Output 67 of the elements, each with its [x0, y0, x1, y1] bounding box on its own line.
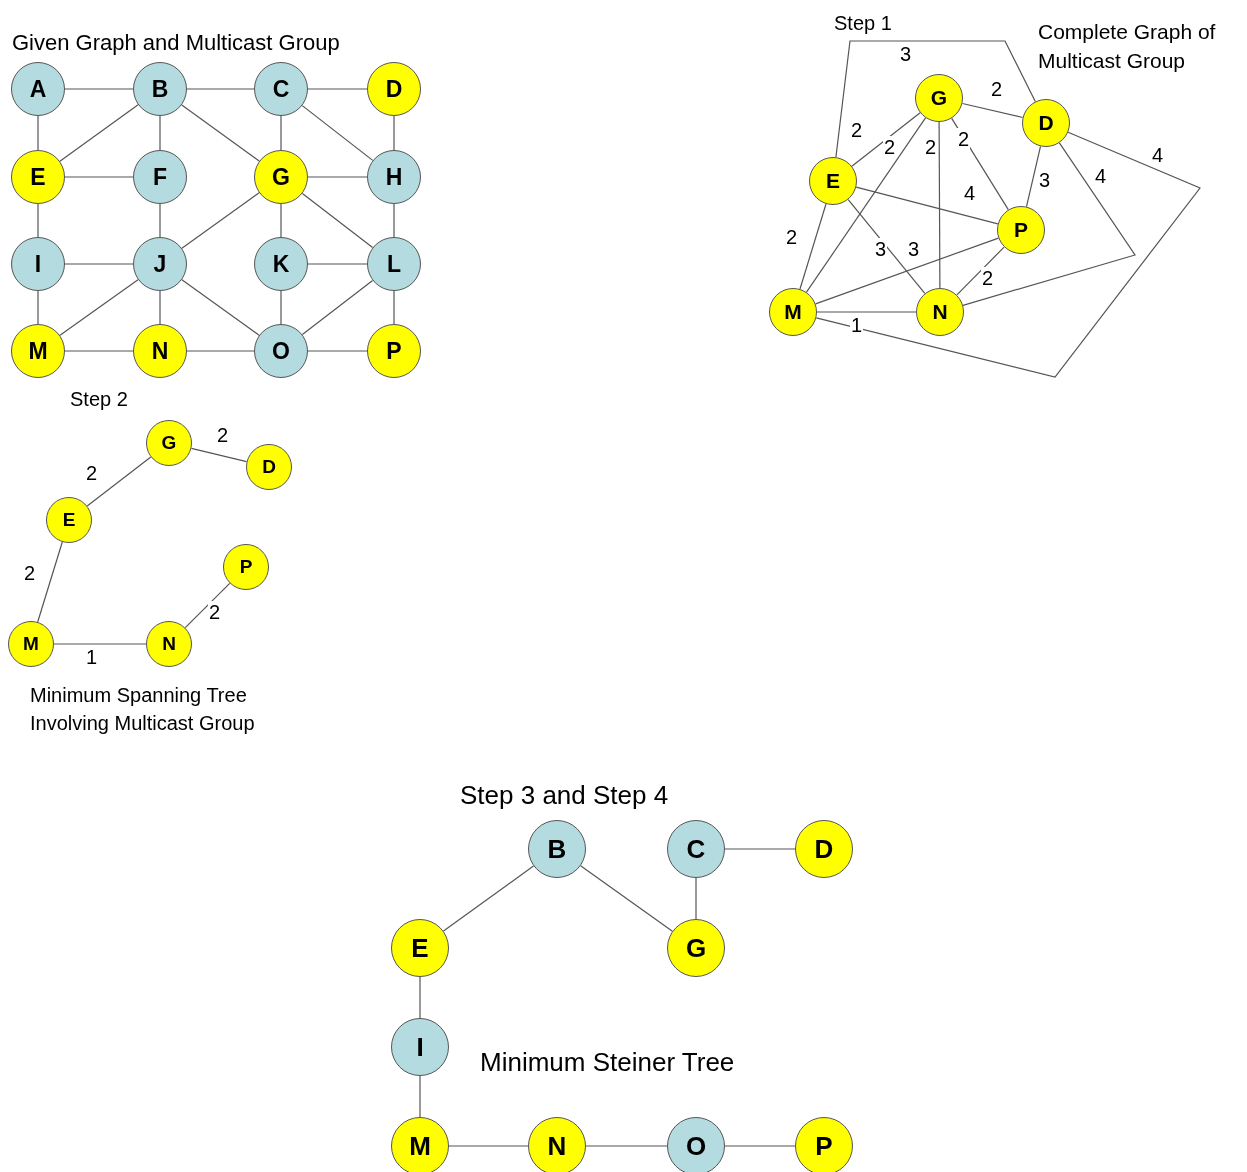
connector-line: [59, 279, 139, 336]
connector-line: [962, 142, 1136, 306]
connector-line: [159, 203, 161, 238]
connector-line: [159, 290, 161, 325]
connector-line: [37, 541, 63, 623]
connector-line: [37, 203, 39, 238]
connector-line: [86, 456, 152, 507]
heading-text: Given Graph and Multicast Group: [12, 29, 341, 57]
connector-line: [307, 88, 368, 90]
heading-text: Step 1: [834, 11, 893, 36]
connector-line: [585, 1145, 668, 1147]
connector-line: [951, 117, 1009, 211]
connector-line: [855, 186, 999, 225]
connector-line: [301, 192, 374, 249]
connector-line: [580, 865, 673, 932]
connector-line: [724, 1145, 796, 1147]
edge-label: 2: [957, 128, 971, 150]
connector-line: [64, 88, 134, 90]
connector-line: [307, 176, 368, 178]
connector-line: [181, 279, 260, 336]
heading-text: Minimum Spanning Tree Involving Multicast Group: [30, 683, 256, 736]
connector-line: [280, 203, 282, 238]
connector-line: [419, 976, 421, 1019]
connector-line: [301, 105, 374, 161]
connector-line: [64, 176, 134, 178]
connector-line: [815, 237, 999, 305]
heading-text: Complete Graph of Multicast Group: [1038, 19, 1217, 74]
heading-text: Step 3 and Step 4: [460, 779, 670, 812]
heading-text: Minimum Steiner Tree: [480, 1046, 736, 1079]
connector-line: [190, 447, 248, 463]
connector-line: [64, 350, 134, 352]
connector-line: [393, 290, 395, 325]
connector-line: [835, 40, 1036, 158]
connector-line: [64, 263, 134, 265]
connector-line: [37, 115, 39, 151]
connector-line: [159, 115, 161, 151]
connector-line: [847, 199, 926, 294]
connector-line: [59, 104, 139, 162]
heading-text: Step 2: [70, 387, 129, 412]
connector-line: [956, 246, 1005, 296]
connector-line: [961, 102, 1024, 119]
connector-line: [816, 311, 917, 313]
connector-line: [419, 1075, 421, 1118]
connector-line: [307, 263, 368, 265]
connector-line: [181, 192, 260, 249]
connector-line: [301, 279, 374, 336]
connector-line: [799, 203, 827, 290]
connector-line: [393, 115, 395, 151]
connector-line: [53, 643, 147, 645]
connector-line: [280, 115, 282, 151]
connector-line: [37, 290, 39, 325]
connector-line: [448, 1145, 529, 1147]
connector-line: [307, 350, 368, 352]
connector-line: [186, 350, 255, 352]
connector-line: [815, 131, 1201, 378]
connector-line: [184, 582, 231, 629]
connector-line: [1025, 145, 1042, 208]
connector-line: [805, 117, 927, 293]
connector-line: [280, 290, 282, 325]
connector-line: [186, 88, 255, 90]
connector-line: [724, 848, 796, 850]
connector-line: [851, 112, 921, 167]
connector-line: [938, 121, 941, 289]
connector-line: [393, 203, 395, 238]
connector-line: [695, 877, 697, 920]
connector-line: [181, 104, 260, 162]
connector-line: [442, 865, 535, 932]
